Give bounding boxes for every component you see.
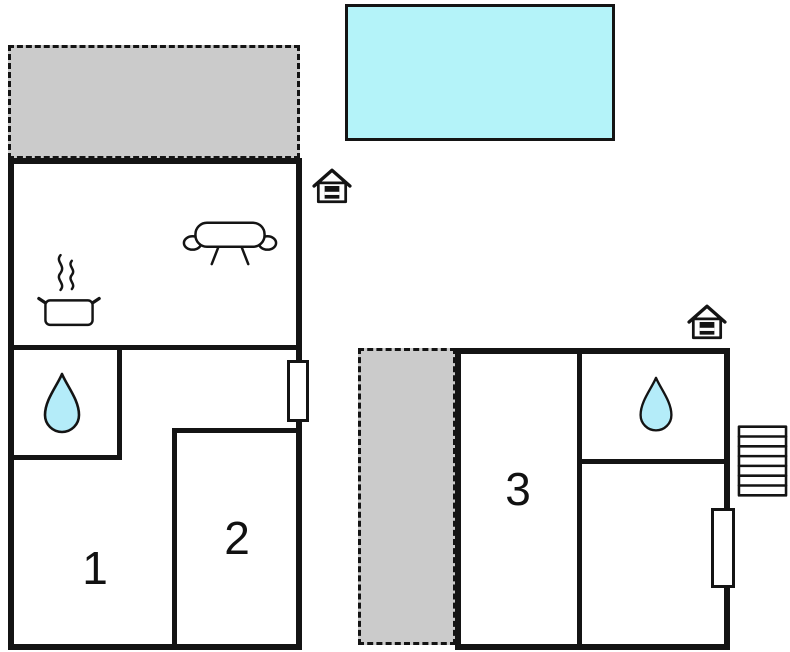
wall-left-bathroom-bottom <box>8 455 122 460</box>
entrance-house-icon <box>312 166 352 206</box>
wall-room2-top <box>172 428 302 433</box>
room-label-1: 1 <box>82 542 108 594</box>
wall-room3-right <box>577 348 582 650</box>
water-drop-icon <box>42 372 82 436</box>
wall-right-bathroom-bottom <box>577 459 730 464</box>
terrace-left <box>8 45 300 159</box>
terrace-right <box>358 348 456 645</box>
building-right <box>455 348 730 650</box>
room-label-3: 3 <box>505 463 531 515</box>
window-left-building <box>287 360 309 422</box>
water-drop-icon <box>637 376 675 434</box>
wall-left-living-divider <box>8 345 302 350</box>
wall-room2-left <box>172 428 177 650</box>
room-label-2: 2 <box>224 512 250 564</box>
sofa-icon <box>182 214 278 270</box>
kettle-icon <box>36 250 102 330</box>
entrance-house-icon <box>687 302 727 342</box>
ladder-icon <box>737 424 788 498</box>
swimming-pool <box>345 4 615 141</box>
wall-left-bathroom-right <box>117 345 122 460</box>
window-right-building <box>711 508 735 588</box>
